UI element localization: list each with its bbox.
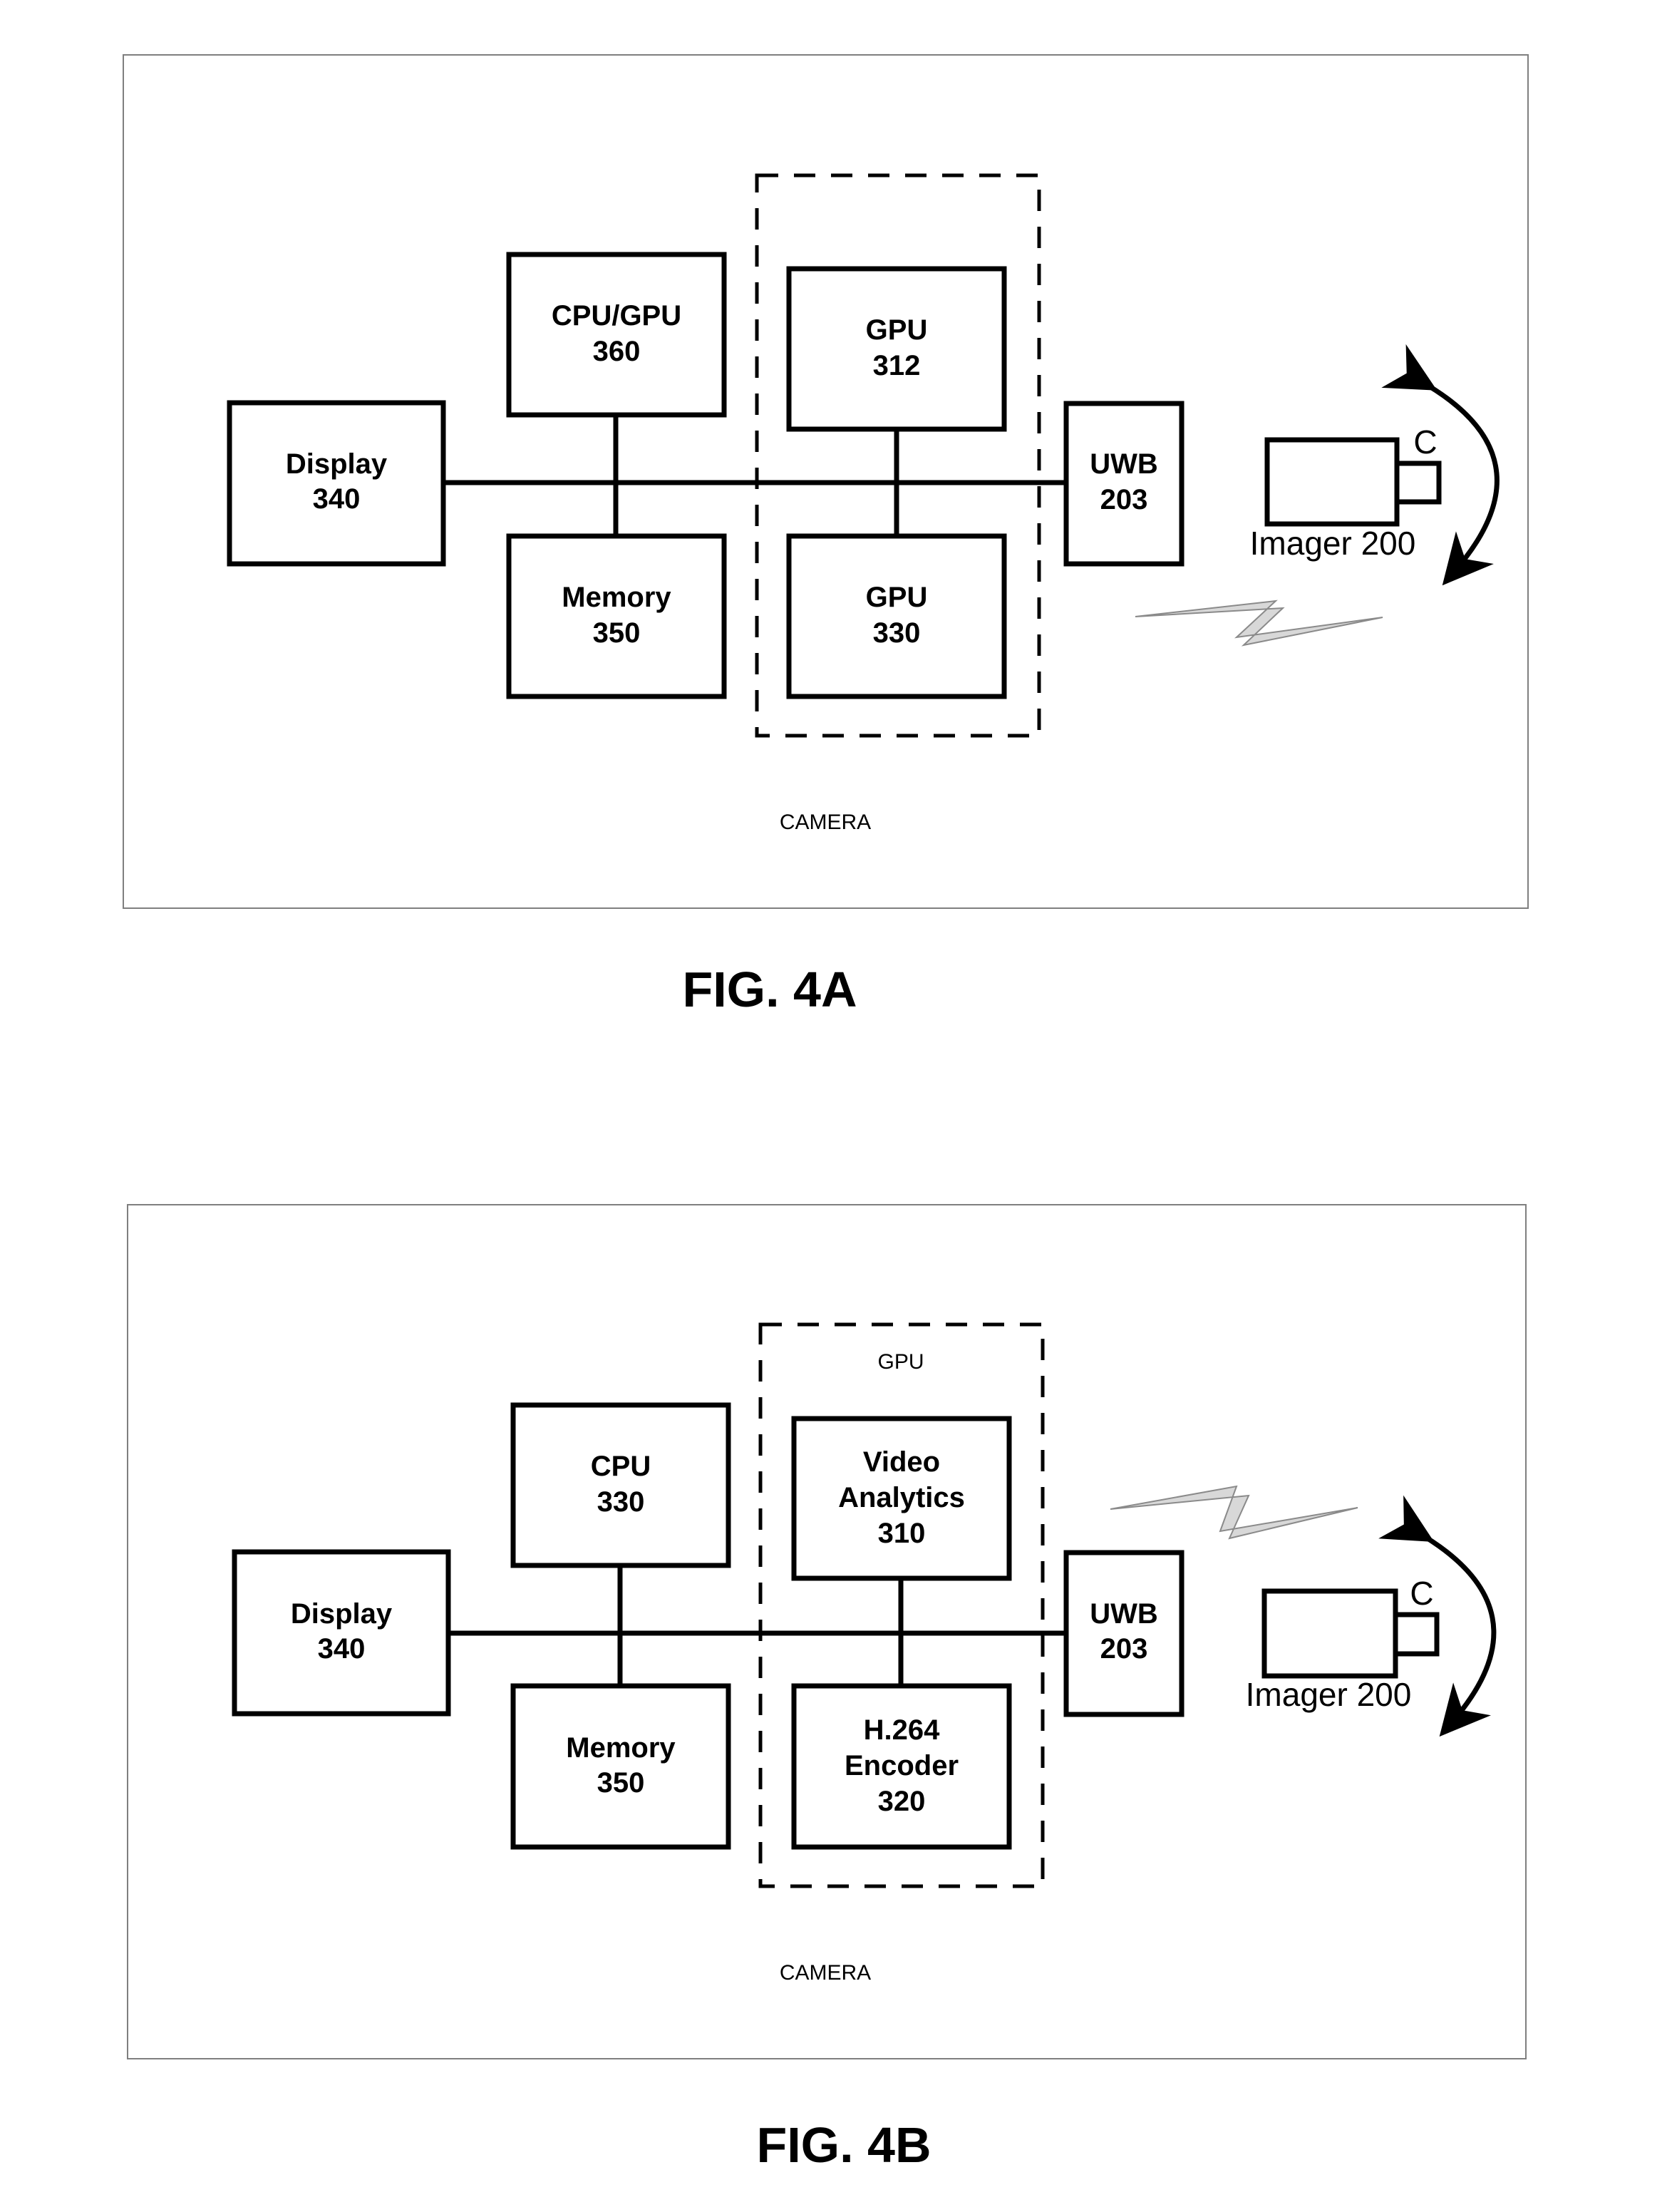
uwb-label: UWB [1090,448,1158,480]
video-analytics-label-line2: Analytics [838,1482,965,1513]
figure-caption: FIG. 4B [756,2117,931,2173]
camera-frame-label: CAMERA [780,1961,871,1985]
memory-label: Memory [566,1732,676,1764]
figure-caption: FIG. 4A [682,962,857,1017]
cpu-ref: 330 [597,1486,645,1518]
cpu-gpu-label: CPU/GPU [552,300,681,331]
imager-body [1267,440,1397,524]
h264-encoder-ref: 320 [878,1786,926,1817]
video-analytics-ref: 310 [878,1518,926,1549]
imager-lens [1397,463,1439,502]
display-label: Display [286,448,388,480]
memory-ref: 350 [593,617,641,649]
figure-4a: CAMERA Display 340 CPU/GPU 360 Memory 35… [123,55,1528,1017]
display-ref: 340 [313,483,361,515]
camera-frame-label: CAMERA [780,811,871,834]
uwb-ref: 203 [1100,1633,1148,1665]
figure-4b: CAMERA GPU Display 340 CPU 330 Memory 35… [128,1205,1526,2173]
uwb-ref: 203 [1100,484,1148,515]
imager-lens-label: C [1410,1575,1433,1612]
memory-ref: 350 [597,1767,645,1799]
memory-label: Memory [562,582,671,613]
cpu-label: CPU [591,1451,651,1482]
imager-lens-label: C [1413,423,1437,461]
gpu-upper-ref: 312 [873,350,921,381]
uwb-label: UWB [1090,1598,1158,1630]
video-analytics-label-line1: Video [863,1446,940,1478]
cpu-gpu-ref: 360 [593,336,641,367]
imager-body [1264,1591,1395,1676]
gpu-upper-block [789,269,1004,429]
imager-label: Imager 200 [1250,525,1416,562]
display-ref: 340 [318,1633,366,1665]
cpu-gpu-block [509,254,724,415]
memory-block [509,536,724,696]
gpu-upper-label: GPU [866,314,928,346]
wireless-link-icon [1135,601,1383,645]
memory-block [513,1686,728,1847]
display-label: Display [291,1598,393,1630]
gpu-lower-ref: 330 [873,617,921,649]
h264-encoder-label-line2: Encoder [845,1750,959,1781]
imager-label: Imager 200 [1246,1676,1412,1713]
h264-encoder-label-line1: H.264 [864,1714,940,1746]
wireless-link-icon [1110,1486,1358,1538]
gpu-lower-block [789,536,1004,696]
gpu-group-label: GPU [877,1350,924,1374]
cpu-block [513,1405,728,1565]
gpu-lower-label: GPU [866,582,928,613]
imager-lens [1395,1615,1437,1654]
